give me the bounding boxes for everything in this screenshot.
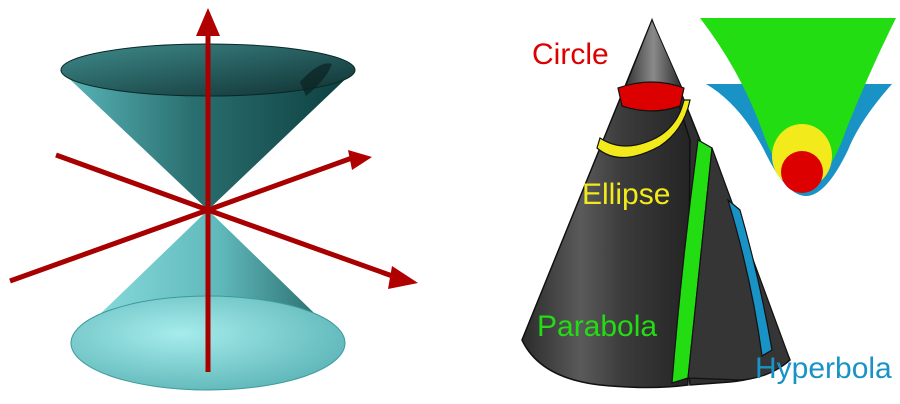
inset-parabola <box>700 18 896 186</box>
hyperbola-section <box>726 198 773 357</box>
label-circle: Circle <box>532 38 609 71</box>
upper-nappe-shadow <box>300 63 332 96</box>
axis-left-front <box>9 207 209 284</box>
label-ellipse: Ellipse <box>582 178 671 211</box>
ellipse-section <box>596 99 691 159</box>
axis-vertical-arrowhead <box>196 8 220 36</box>
double-cone-diagram <box>9 8 418 391</box>
sliced-cone-diagram <box>521 17 896 389</box>
axis-right-front <box>207 207 399 281</box>
axis-right-front-arrowhead <box>388 266 418 289</box>
label-parabola: Parabola <box>537 310 658 343</box>
circle-section <box>617 81 685 112</box>
cone-body <box>521 17 691 389</box>
axis-back-arrowhead <box>348 150 372 170</box>
sections-inset <box>700 18 896 196</box>
label-hyperbola: Hyperbola <box>755 352 892 385</box>
inset-circle <box>781 151 823 193</box>
axis-back <box>207 155 353 213</box>
axis-left-back <box>55 152 209 213</box>
